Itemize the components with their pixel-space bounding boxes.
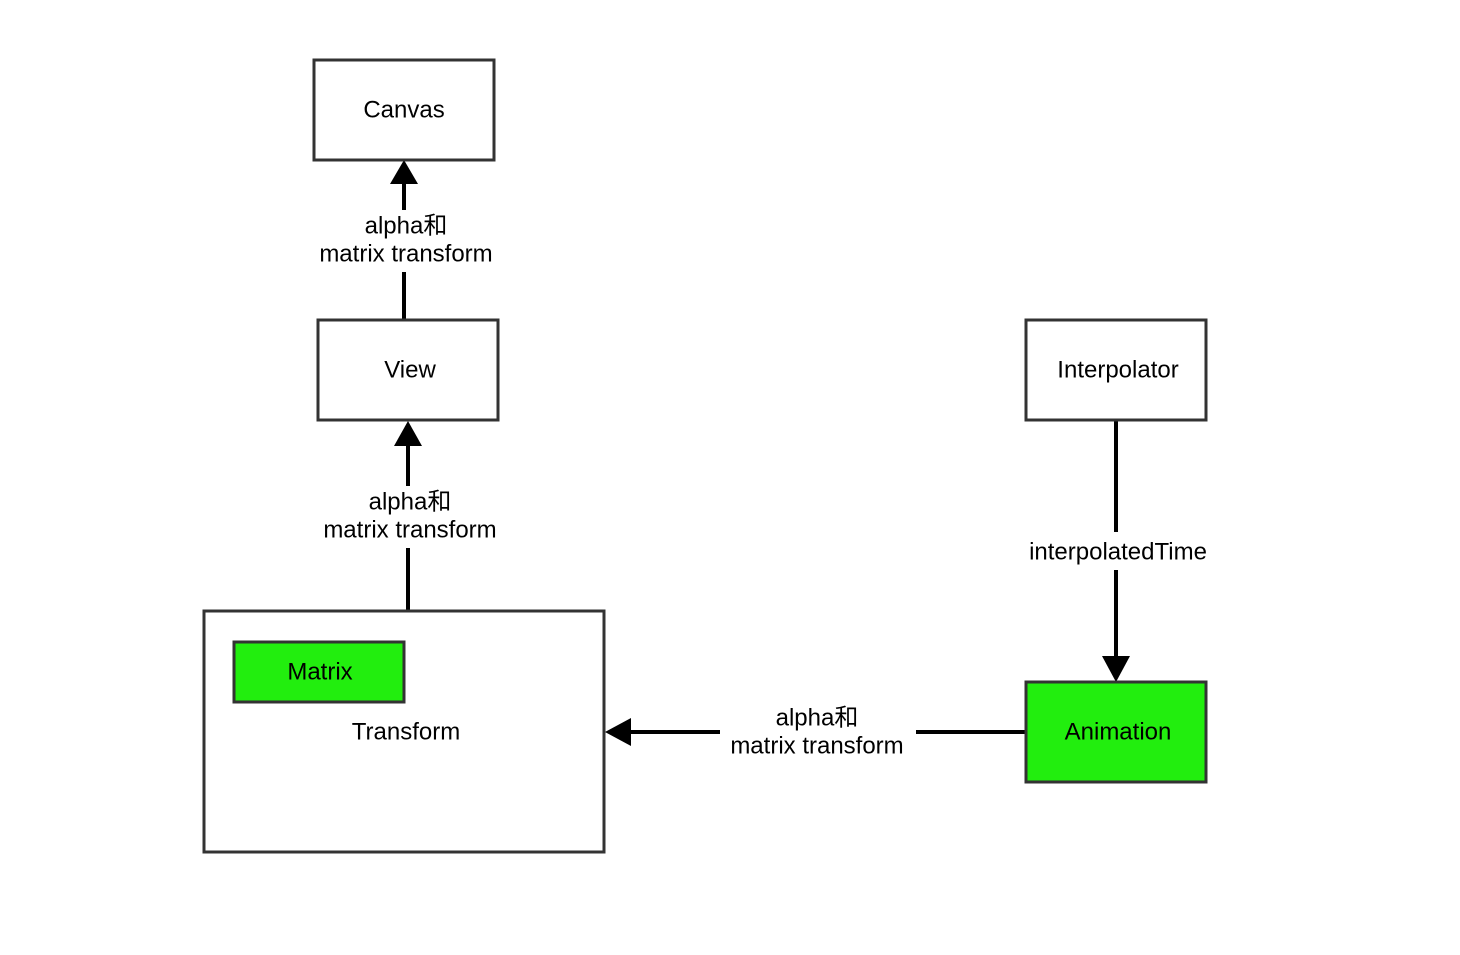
node-transform-label: Transform <box>352 719 460 746</box>
node-matrix-box <box>232 640 406 704</box>
node-animation: Animation <box>1024 680 1208 784</box>
edge-label-line: interpolatedTime <box>1029 539 1207 566</box>
edge-label-line: matrix transform <box>323 517 496 544</box>
node-canvas-box <box>312 58 496 162</box>
edge-label-view-to-canvas: alpha和 matrix transform <box>319 213 492 268</box>
edge-label-line: alpha和 <box>365 213 448 240</box>
arrowhead-down-icon <box>1102 656 1130 682</box>
node-animation-label: Animation <box>1065 719 1172 746</box>
node-view: View <box>316 318 500 422</box>
edge-label-line: alpha和 <box>369 489 452 516</box>
node-view-label: View <box>384 357 436 384</box>
node-interpolator-label: Interpolator <box>1057 357 1178 384</box>
arrowhead-up-icon <box>394 421 422 446</box>
node-view-box <box>316 318 500 422</box>
node-interpolator-box <box>1024 318 1208 422</box>
node-canvas: Canvas <box>312 58 496 162</box>
edge-label-line: alpha和 <box>776 705 859 732</box>
node-interpolator: Interpolator <box>1024 318 1208 422</box>
edge-label-line: matrix transform <box>319 241 492 268</box>
node-animation-box <box>1024 680 1208 784</box>
node-canvas-label: Canvas <box>363 97 444 124</box>
edge-label-line: matrix transform <box>730 733 903 760</box>
edge-label-interpolator-to-animation: interpolatedTime <box>1029 539 1207 566</box>
node-matrix-label: Matrix <box>287 659 352 686</box>
edge-label-animation-to-transform: alpha和 matrix transform <box>730 705 903 760</box>
edge-label-transform-to-view: alpha和 matrix transform <box>323 489 496 544</box>
node-matrix: Matrix <box>232 640 406 704</box>
arrowhead-up-icon <box>390 160 418 184</box>
arrowhead-left-icon <box>605 718 631 746</box>
